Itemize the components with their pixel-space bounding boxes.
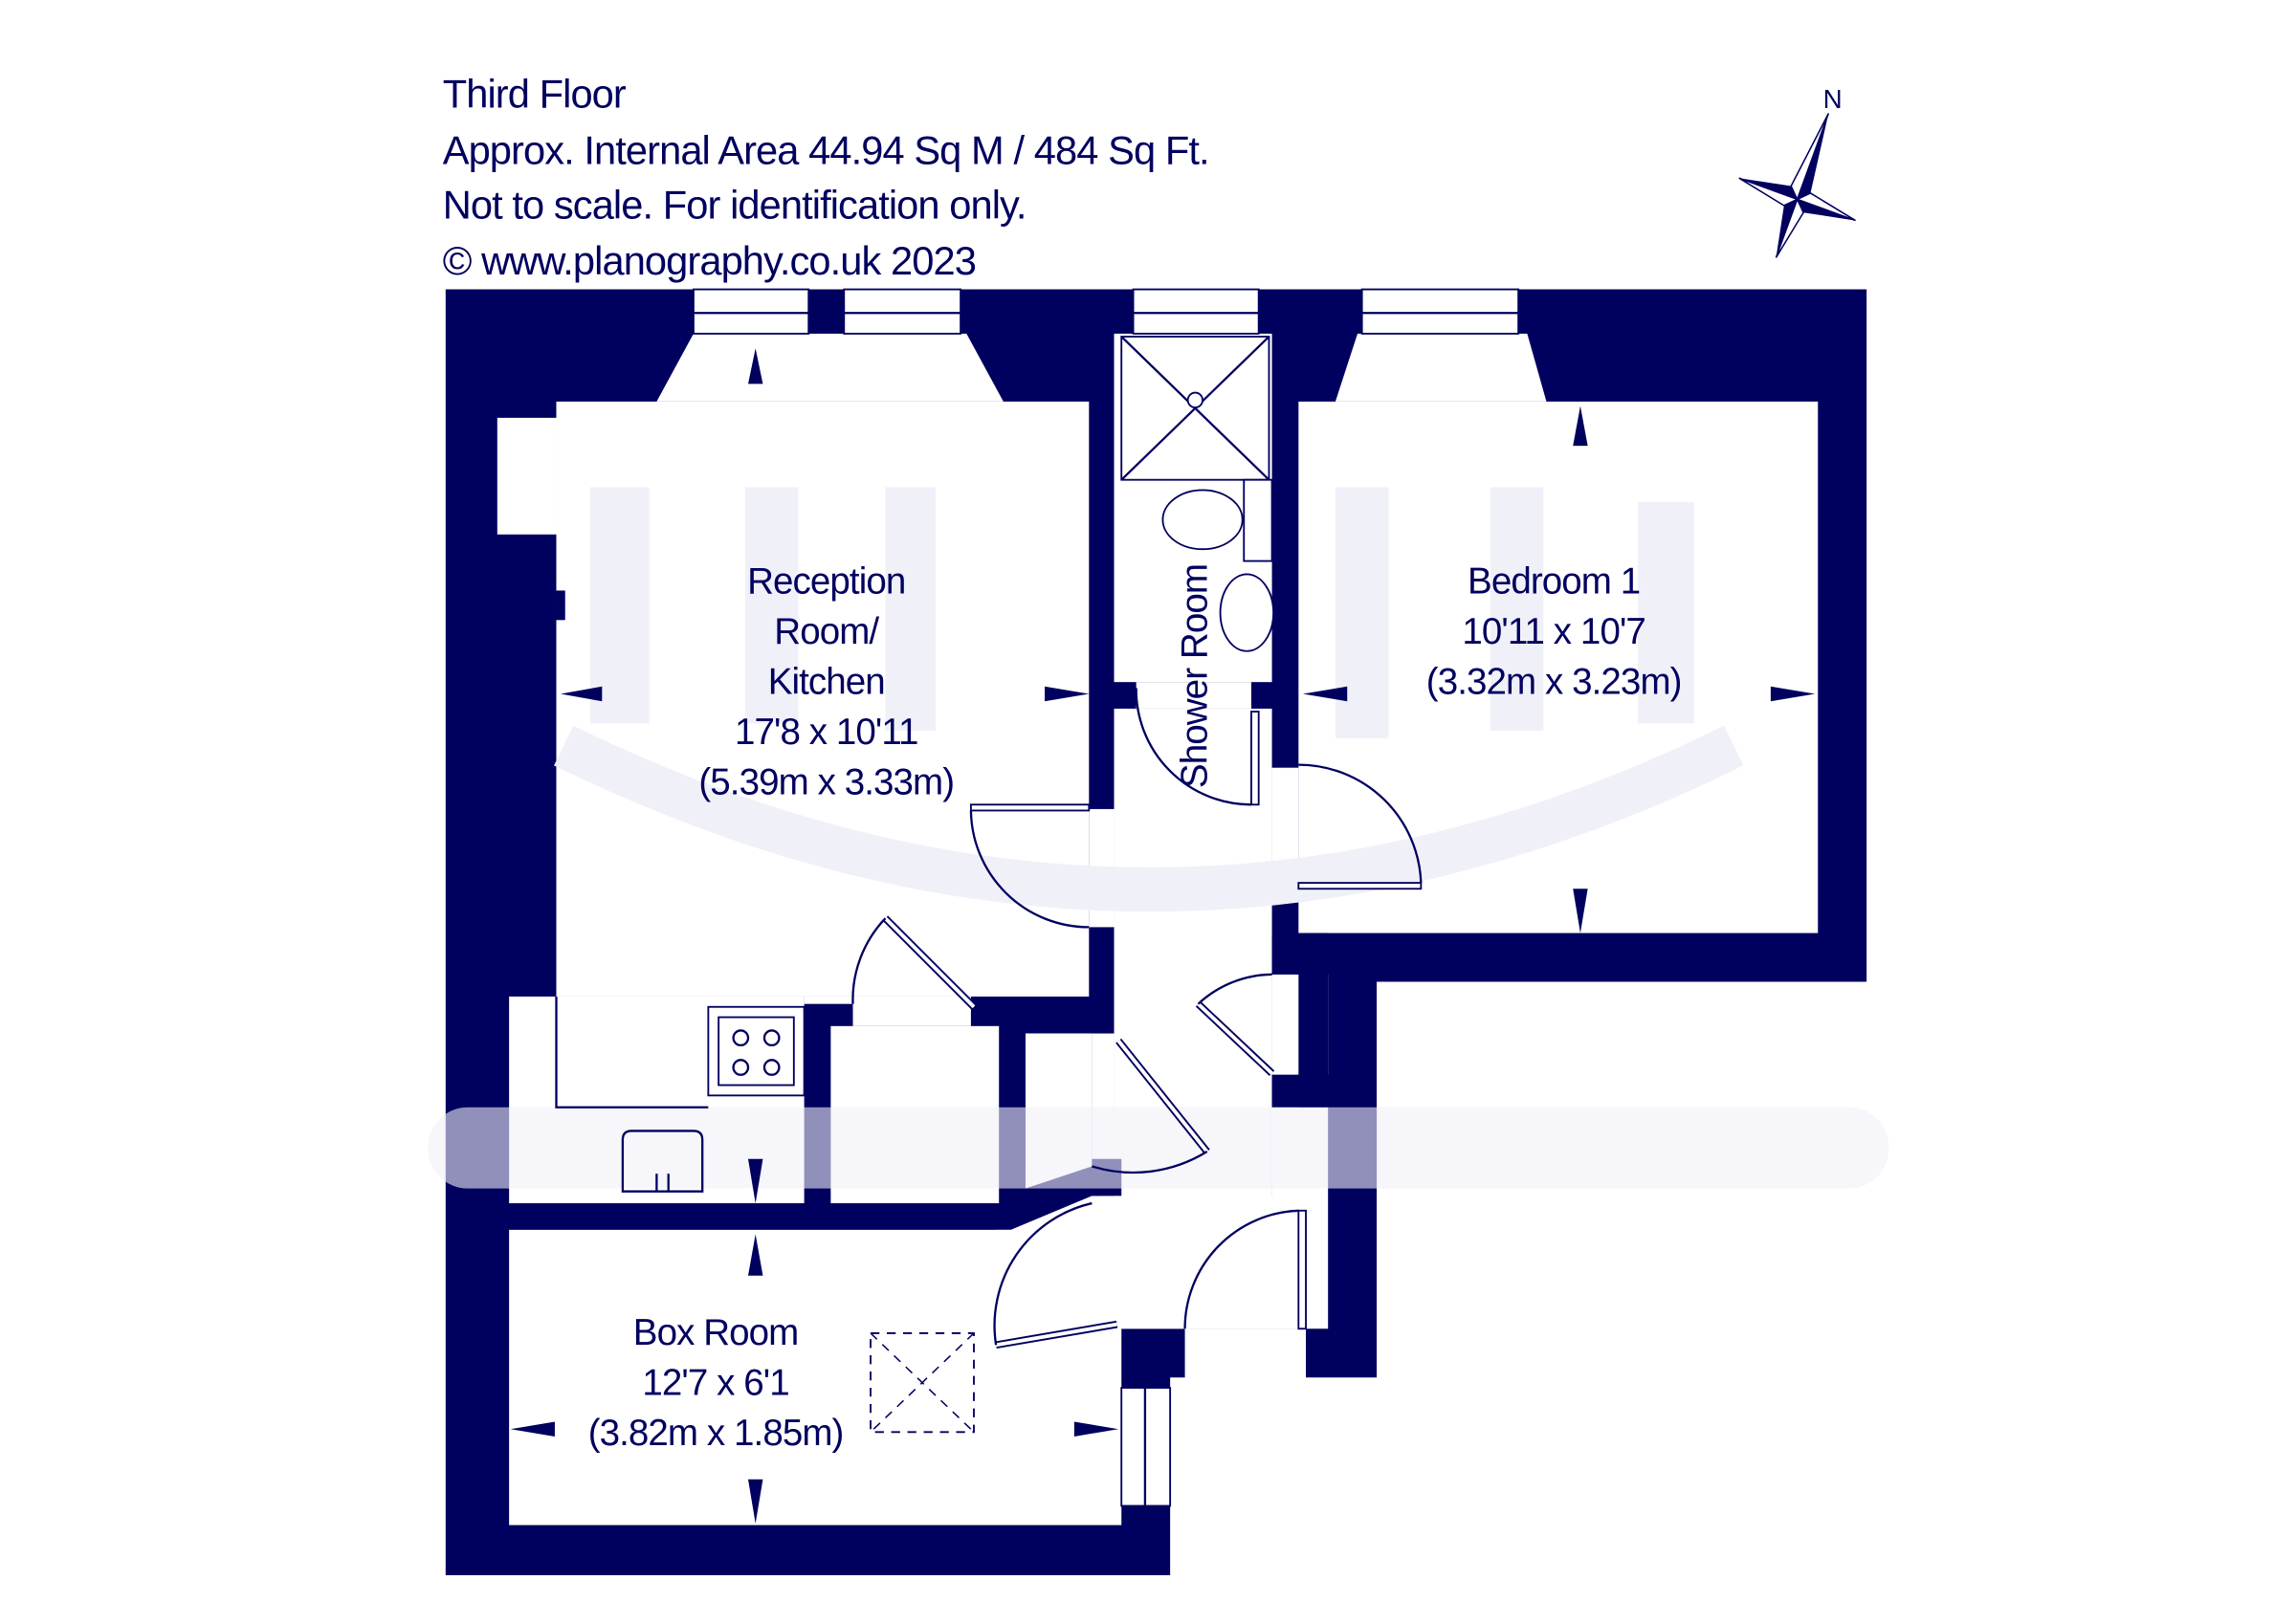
room-label-reception: Reception Room/ Kitchen 17'8 x 10'11 (5.… — [698, 561, 955, 803]
watermark-logo — [428, 487, 1889, 1189]
windows — [693, 288, 1520, 1507]
floor-title: Third Floor — [443, 72, 627, 117]
room-label-box-room: Box Room 12'7 x 6'1 (3.82m x 1.85m) — [588, 1312, 845, 1454]
toilet-cistern — [1243, 478, 1273, 562]
room-name: Reception — [747, 561, 905, 603]
room-name: Box Room — [633, 1312, 799, 1353]
room-name: Kitchen — [768, 661, 885, 702]
sink — [621, 1130, 704, 1193]
basin — [1219, 573, 1275, 652]
room-name: Room/ — [774, 611, 879, 652]
toilet — [1161, 489, 1244, 551]
hob — [718, 1016, 795, 1086]
fixtures — [555, 336, 1275, 1434]
room-dimensions-metric: (3.82m x 1.85m) — [588, 1413, 844, 1454]
dimension-arrows — [510, 348, 1816, 1525]
room-label-bedroom: Bedroom 1 10'11 x 10'7 (3.32m x 3.23m) — [1426, 561, 1683, 703]
room-name: Bedroom 1 — [1468, 561, 1640, 603]
room-dimensions-imperial: 17'8 x 10'11 — [735, 712, 918, 753]
room-dimensions-metric: (3.32m x 3.23m) — [1426, 661, 1682, 702]
room-label-shower: Shower Room — [1175, 564, 1216, 788]
internal-area: Approx. Internal Area 44.94 Sq M / 484 S… — [443, 127, 1209, 172]
room-dimensions-imperial: 12'7 x 6'1 — [642, 1363, 788, 1404]
plan-header: Third Floor Approx. Internal Area 44.94 … — [443, 72, 1210, 283]
copyright: © www.planography.co.uk 2023 — [443, 238, 976, 283]
disclaimer: Not to scale. For identification only. — [443, 182, 1027, 227]
skylight — [870, 1331, 975, 1434]
room-dimensions-metric: (5.39m x 3.33m) — [698, 761, 954, 802]
compass-north-label: N — [1823, 84, 1843, 114]
doors — [851, 688, 1423, 1350]
room-name: Shower Room — [1175, 564, 1216, 788]
compass-rose-icon: N — [1738, 84, 1856, 258]
room-dimensions-imperial: 10'11 x 10'7 — [1462, 611, 1645, 652]
